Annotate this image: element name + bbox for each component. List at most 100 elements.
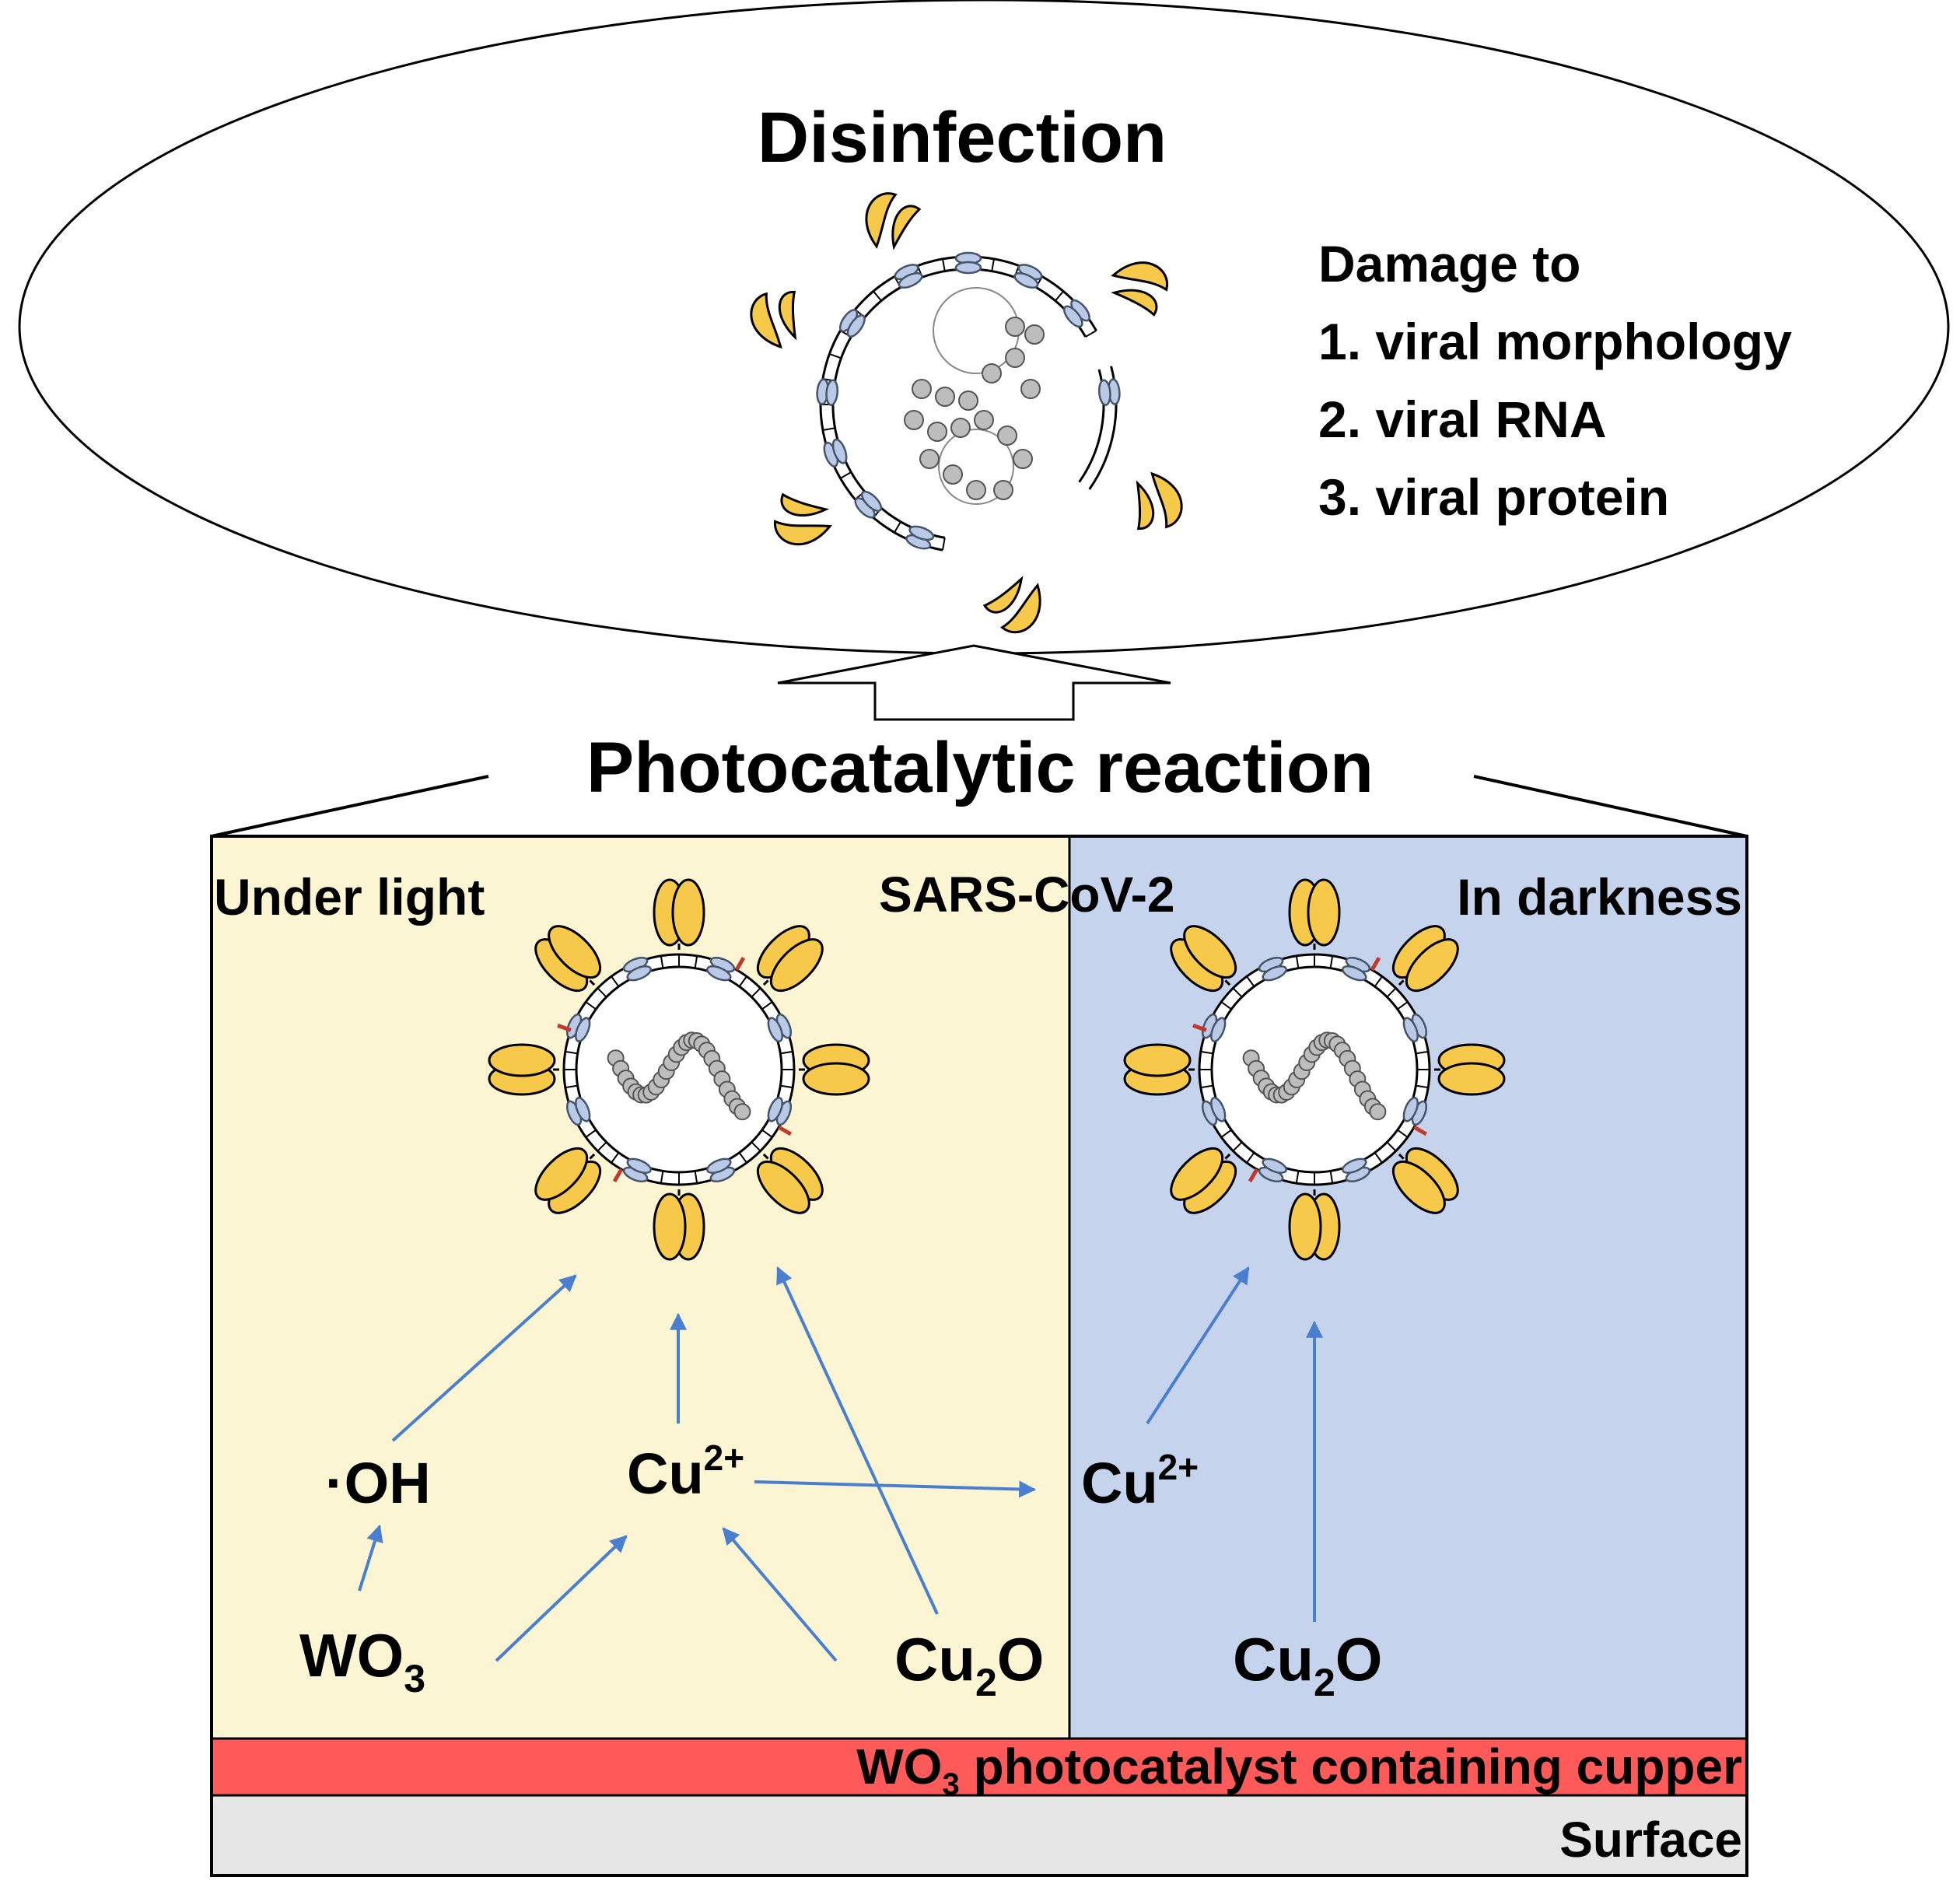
spike-protein xyxy=(1434,1043,1506,1096)
spike-lobe xyxy=(1391,1160,1446,1214)
damage-list: Damage to 1. viral morphology 2. viral R… xyxy=(1318,235,1792,526)
spike-lobe xyxy=(671,878,705,947)
rna-bead xyxy=(904,410,924,430)
membrane-protein-lobe xyxy=(1013,271,1039,289)
membrane-protein xyxy=(565,1097,591,1126)
spike-fragment xyxy=(750,292,782,349)
membrane-protein xyxy=(838,309,866,338)
membrane-tick xyxy=(761,1001,773,1010)
spike-fragment xyxy=(1150,471,1183,529)
spike-lobe xyxy=(1170,1147,1224,1201)
spike-stalk xyxy=(1224,1153,1231,1160)
detached-spike xyxy=(1136,471,1183,531)
membrane-protein xyxy=(1258,956,1287,982)
membrane-protein-lobe xyxy=(1342,1157,1367,1174)
envelope-marker xyxy=(557,1023,572,1032)
rna-bead xyxy=(974,410,994,430)
membrane-tick xyxy=(1374,975,1383,987)
detached-spike xyxy=(750,290,797,349)
damage-item-rna: 2. viral RNA xyxy=(1318,390,1606,448)
membrane-tick xyxy=(597,1141,607,1152)
membrane-protein xyxy=(854,490,883,519)
rna-bead xyxy=(958,390,978,411)
membrane-protein xyxy=(622,1157,652,1183)
wo3-label: WO3 xyxy=(299,1621,425,1700)
spike-stalk xyxy=(1224,979,1231,986)
membrane-protein xyxy=(767,1013,793,1042)
detached-spike xyxy=(982,576,1041,634)
virus-envelope-inner xyxy=(1210,965,1419,1174)
spike-fragment xyxy=(780,492,830,517)
damage-heading: Damage to xyxy=(1318,235,1580,292)
membrane-tick xyxy=(694,955,698,968)
spike-lobe xyxy=(534,1147,589,1201)
membrane-tick xyxy=(585,1129,597,1138)
membrane-tick xyxy=(1200,1084,1213,1089)
membrane-tick xyxy=(873,290,882,302)
hydroxyl-radical-label: ·OH xyxy=(325,1451,431,1515)
membrane-protein-lobe xyxy=(706,1157,732,1174)
membrane-protein-lobe xyxy=(908,525,935,541)
arrow-cu2plus-light-to-dark xyxy=(754,1480,1037,1498)
surface-label: Surface xyxy=(1559,1812,1742,1868)
damage-item-morphology: 1. viral morphology xyxy=(1318,313,1792,370)
envelope-marker xyxy=(612,1168,624,1183)
membrane-protein-lobe xyxy=(1402,1097,1419,1122)
spike-protein xyxy=(756,1147,824,1214)
envelope-marker xyxy=(734,956,746,972)
membrane-protein xyxy=(1258,1157,1287,1183)
spike-protein xyxy=(1170,925,1237,993)
spike-fragment xyxy=(778,290,797,341)
membrane-tick xyxy=(660,955,664,968)
spike-lobe xyxy=(488,1043,556,1077)
envelope-marker xyxy=(777,1125,793,1136)
membrane-tick xyxy=(1386,987,1397,998)
membrane-tick xyxy=(942,538,946,551)
envelope-marker xyxy=(1192,1023,1207,1032)
membrane-protein xyxy=(1201,1097,1227,1126)
membrane-tick xyxy=(942,258,946,271)
membrane-tick xyxy=(991,258,995,271)
bottom-box-frame xyxy=(210,835,1748,1877)
membrane-tick xyxy=(694,1171,698,1184)
membrane-protein-lobe xyxy=(1402,1017,1419,1042)
spike-protein xyxy=(1288,878,1341,950)
membrane-protein-lobe xyxy=(626,965,652,982)
rna-bead xyxy=(993,480,1013,500)
spike-fragment xyxy=(891,205,922,250)
arrow-wo3-to-cu2plus xyxy=(495,1535,628,1662)
membrane-protein-lobe xyxy=(767,1017,783,1042)
spike-lobe xyxy=(548,925,602,979)
spike-fragment xyxy=(1111,261,1169,292)
spike-lobe xyxy=(1288,1192,1322,1261)
membrane-tick xyxy=(597,987,607,998)
virus-in-darkness xyxy=(1123,878,1506,1261)
membrane-protein xyxy=(1402,1097,1428,1126)
spike-lobe xyxy=(769,938,824,993)
cu2o-dark-label: Cu2O xyxy=(1233,1625,1382,1704)
envelope-marker xyxy=(1248,1168,1259,1183)
spike-lobe xyxy=(1437,1062,1506,1096)
membrane-protein-lobe xyxy=(1210,1097,1227,1122)
detached-spike xyxy=(773,492,832,546)
spike-stalk xyxy=(762,1153,769,1160)
membrane-protein xyxy=(767,1097,793,1126)
membrane-protein xyxy=(1342,1157,1371,1183)
membrane-protein xyxy=(1342,956,1371,982)
spike-protein xyxy=(1391,925,1459,993)
membrane-tick xyxy=(1232,987,1243,998)
membrane-tick xyxy=(1397,1129,1409,1138)
membrane-protein xyxy=(706,1157,736,1183)
virus-under-light xyxy=(488,878,870,1261)
spike-protein xyxy=(1123,1043,1195,1096)
membrane-protein xyxy=(816,378,839,406)
membrane-tick xyxy=(565,1050,578,1055)
rna-bead xyxy=(1020,379,1041,399)
cu2plus-light-label: Cu2+ xyxy=(627,1438,744,1506)
trapezoid-right-line xyxy=(1473,775,1748,838)
membrane-protein-lobe xyxy=(575,1097,591,1122)
membrane-protein-lobe xyxy=(575,1017,591,1042)
arrow-cu2o-to-virus xyxy=(776,1266,939,1615)
rna-bead xyxy=(943,464,963,485)
membrane-tick xyxy=(585,1001,597,1010)
